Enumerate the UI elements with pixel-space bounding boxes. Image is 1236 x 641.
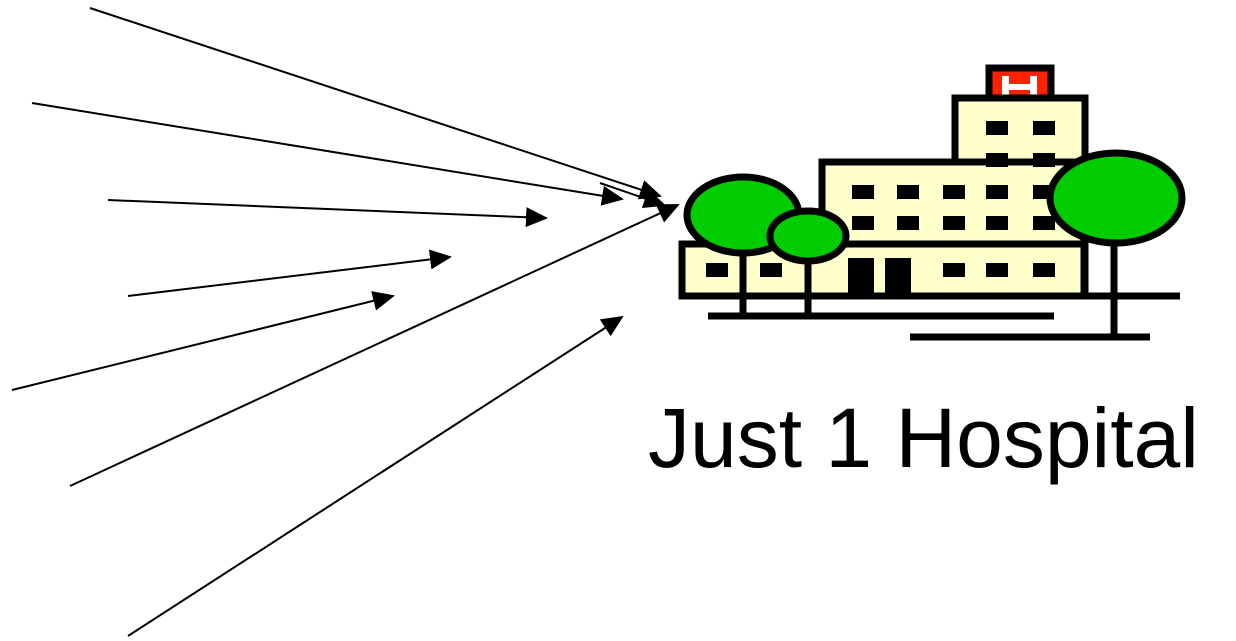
arrow-3 — [107, 199, 548, 228]
arrow-4 — [127, 249, 452, 297]
tree-icon — [766, 207, 850, 316]
arrow-5 — [11, 291, 395, 391]
arrows-group — [11, 7, 680, 637]
hospital-sign-letter — [1002, 76, 1037, 98]
hospital-windows — [706, 121, 1055, 294]
arrow-1 — [89, 7, 662, 200]
hospital-door-right — [885, 258, 911, 294]
tree-icon — [1046, 149, 1186, 337]
arrow-6 — [69, 204, 680, 487]
arrow-2 — [31, 102, 624, 206]
arrow-8 — [599, 182, 666, 208]
hospital-icon — [678, 64, 1186, 341]
arrow-7 — [127, 315, 624, 637]
hospital-door-left — [848, 258, 874, 294]
caption-text: Just 1 Hospital — [648, 391, 1199, 485]
